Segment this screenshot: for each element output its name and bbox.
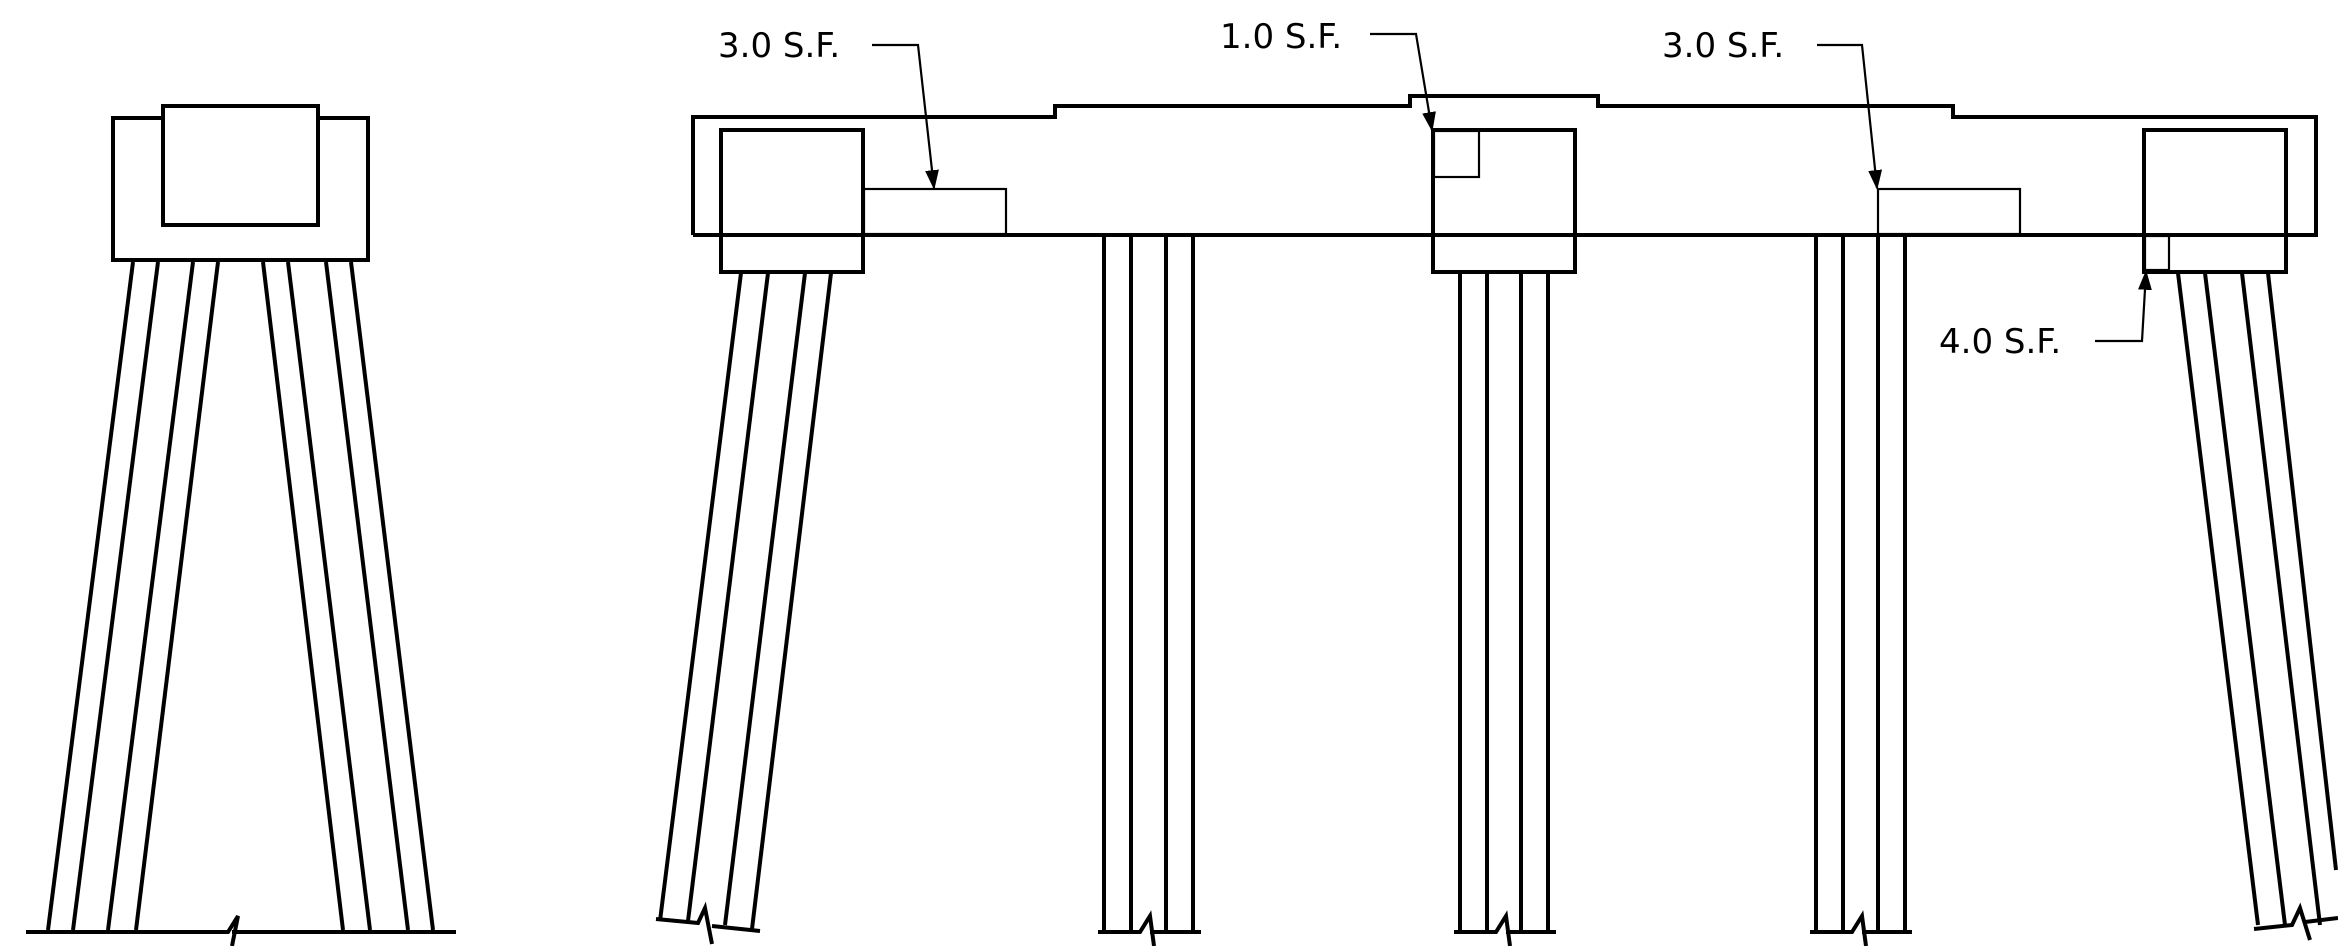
column-cap-right <box>2142 128 2288 274</box>
callout-left-beam: 3.0 S.F. <box>718 26 840 66</box>
piles-plumb-2 <box>1454 273 1556 946</box>
callout-center-cap: 1.0 S.F. <box>1220 17 1342 57</box>
hatch-center-cap <box>1432 129 1481 179</box>
column-cap-left <box>719 128 865 274</box>
side-view <box>26 104 456 946</box>
piles-plumb-3 <box>1810 237 1912 946</box>
piles-right-battered <box>2176 272 2338 941</box>
hatch-right-beam <box>1876 187 2022 236</box>
side-view-cap-outline <box>111 104 370 262</box>
column-cap-center <box>1431 128 1577 274</box>
side-view-piles <box>46 261 435 931</box>
callout-right-cap: 4.0 S.F. <box>1939 322 2061 362</box>
hatch-right-cap <box>2143 234 2171 272</box>
front-elevation: 3.0 S.F. 1.0 S.F. 3.0 S.F. 4.0 S.F. <box>655 17 2338 946</box>
piles-plumb-1 <box>1098 237 1201 946</box>
callout-leaders <box>872 32 2152 343</box>
side-view-ground-break <box>26 914 456 946</box>
bent-cap-outline <box>691 94 2318 237</box>
piles-left-battered <box>655 272 833 945</box>
side-view-cap-inner <box>161 104 320 227</box>
hatch-left-beam <box>862 187 1008 236</box>
callout-right-beam: 3.0 S.F. <box>1662 26 1784 66</box>
